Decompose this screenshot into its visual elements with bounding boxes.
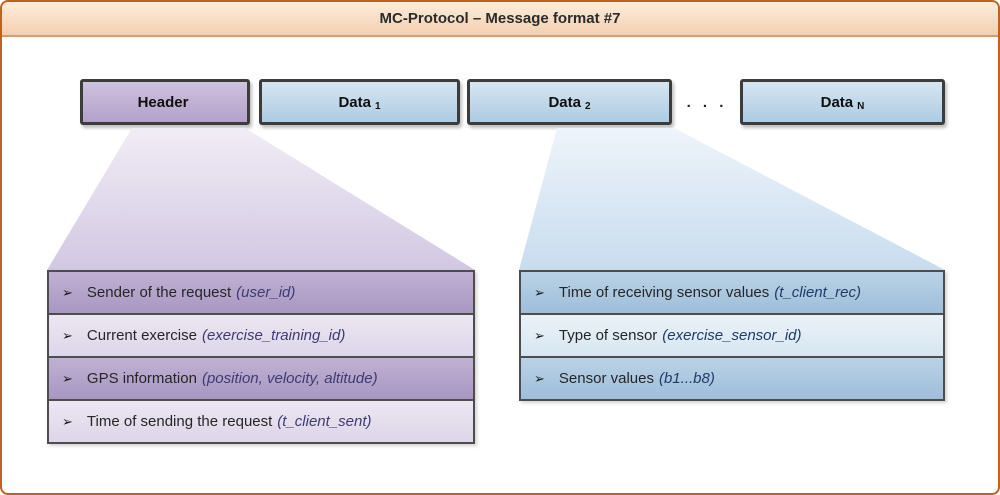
- title-bar: MC-Protocol – Message format #7: [2, 2, 998, 37]
- item-param: (exercise_sensor_id): [662, 327, 802, 344]
- segment-subscript: 2: [584, 100, 591, 112]
- item-text: Sender of the request: [86, 284, 232, 301]
- segment-subscript: N: [857, 100, 865, 112]
- item-param: (user_id): [236, 284, 296, 301]
- item-text: Sensor values: [558, 370, 654, 387]
- segment-label: Header: [137, 93, 189, 111]
- item-text: Time of sending the request: [86, 413, 273, 430]
- arrow-bullet-icon: ➢: [62, 327, 73, 343]
- ellipsis: . . .: [686, 93, 728, 111]
- list-item: ➢ Current exercise (exercise_training_id…: [47, 313, 475, 358]
- item-param: (t_client_sent): [277, 413, 372, 430]
- arrow-bullet-icon: ➢: [534, 327, 545, 343]
- list-item: ➢ Type of sensor (exercise_sensor_id): [519, 313, 945, 358]
- arrow-bullet-icon: ➢: [62, 413, 73, 429]
- arrow-bullet-icon: ➢: [62, 284, 73, 300]
- header-details-list: ➢ Sender of the request (user_id) ➢ Curr…: [47, 270, 475, 444]
- segment-header-box: Header: [80, 79, 250, 125]
- list-item: ➢ GPS information (position, velocity, a…: [47, 356, 475, 401]
- list-item: ➢ Time of receiving sensor values (t_cli…: [519, 270, 945, 315]
- data-details-list: ➢ Time of receiving sensor values (t_cli…: [519, 270, 945, 401]
- list-item: ➢ Time of sending the request (t_client_…: [47, 399, 475, 444]
- arrow-bullet-icon: ➢: [62, 370, 73, 386]
- item-param: (b1...b8): [658, 370, 715, 387]
- list-item: ➢ Sender of the request (user_id): [47, 270, 475, 315]
- item-text: Time of receiving sensor values: [558, 284, 770, 301]
- segment-subscript: 1: [374, 100, 381, 112]
- item-text: Type of sensor: [558, 327, 658, 344]
- item-param: (t_client_rec): [774, 284, 861, 301]
- item-text: Current exercise: [86, 327, 197, 344]
- item-text: GPS information: [86, 370, 197, 387]
- arrow-bullet-icon: ➢: [534, 284, 545, 300]
- page-title: MC-Protocol – Message format #7: [379, 10, 621, 27]
- arrow-bullet-icon: ➢: [534, 370, 545, 386]
- data-funnel-shape: [519, 128, 945, 270]
- header-funnel-shape: [47, 128, 475, 270]
- item-param: (exercise_training_id): [201, 327, 346, 344]
- item-param: (position, velocity, altitude): [201, 370, 378, 387]
- segment-label: Data: [820, 93, 854, 111]
- segment-label: Data: [338, 93, 371, 111]
- list-item: ➢ Sensor values (b1...b8): [519, 356, 945, 401]
- segment-label: Data: [548, 93, 581, 111]
